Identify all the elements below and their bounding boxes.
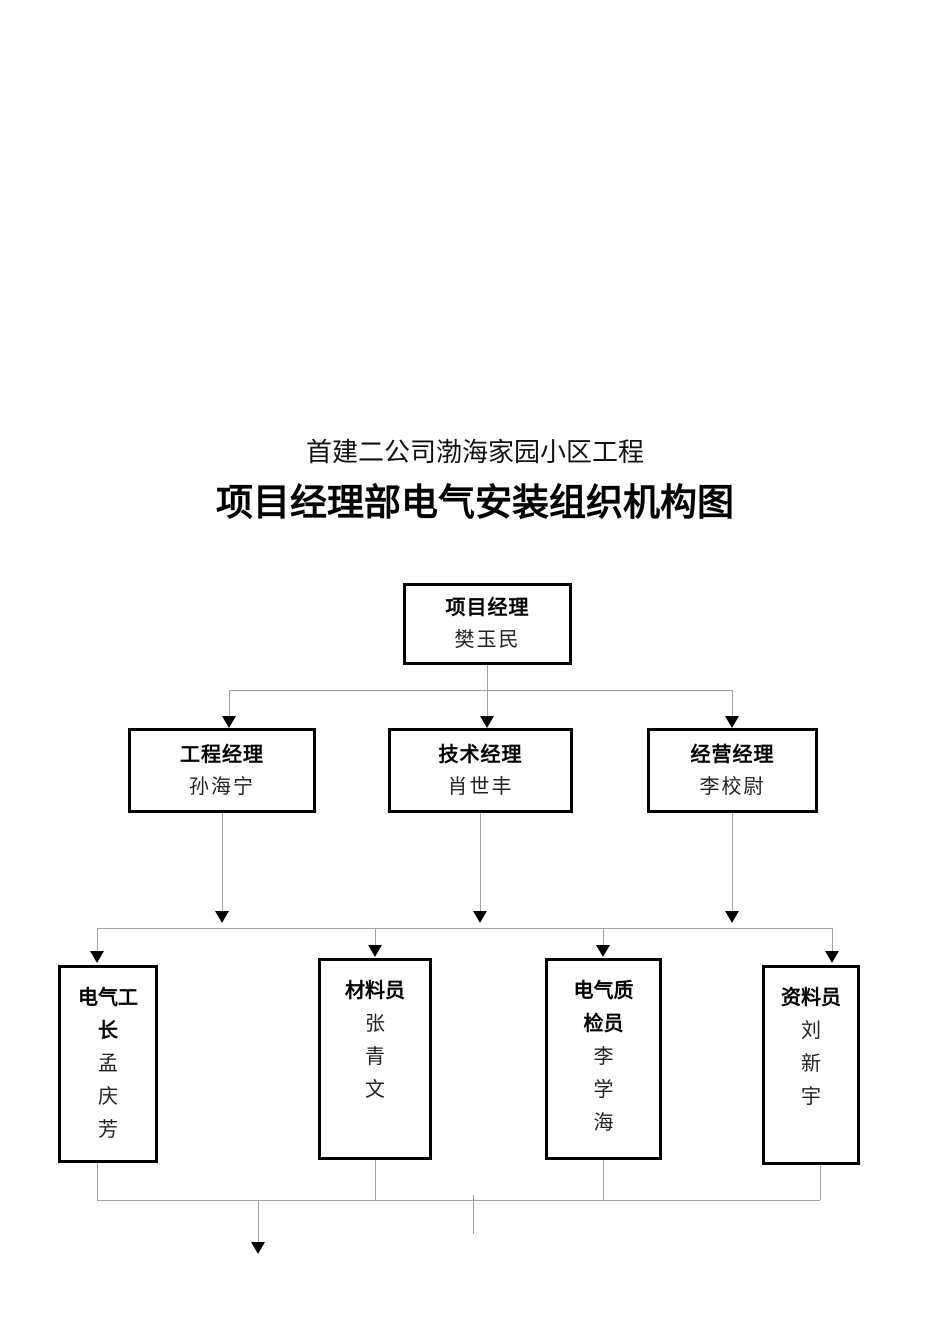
- node-name: 肖世丰: [447, 775, 514, 798]
- arrowhead-down-icon: [825, 951, 839, 963]
- node-role: 检员: [583, 1013, 624, 1035]
- connector-electrical-foreman-drop: [97, 1163, 98, 1200]
- connector-to-document-clerk: [832, 928, 833, 952]
- connector-to-quality-inspector: [603, 928, 604, 946]
- node-name: 宇: [801, 1086, 821, 1108]
- arrowhead-down-icon: [251, 1242, 265, 1254]
- node-name: 樊玉民: [454, 629, 521, 651]
- connector-technical-manager-drop: [480, 813, 481, 912]
- arrowhead-down-icon: [725, 716, 739, 728]
- connector-to-material-clerk: [375, 928, 376, 946]
- node-role: 经营经理: [690, 743, 775, 766]
- org-node-material-clerk: 材料员 张 青 文: [318, 958, 432, 1160]
- arrowhead-down-icon: [473, 911, 487, 923]
- node-name: 张: [365, 1013, 385, 1035]
- org-node-technical-manager: 技术经理 肖世丰: [388, 728, 573, 813]
- node-name: 海: [593, 1112, 614, 1134]
- node-role: 技术经理: [438, 743, 523, 766]
- node-role: 电气质: [573, 980, 634, 1002]
- connector-root-drop: [487, 665, 488, 690]
- doc-title: 首建二公司渤海家园小区工程: [305, 438, 644, 467]
- node-name: 青: [365, 1046, 385, 1068]
- node-role: 长: [98, 1020, 118, 1042]
- org-node-business-manager: 经营经理 李校尉: [647, 728, 818, 813]
- connector-to-electrical-foreman: [97, 928, 98, 952]
- page-title: 项目经理部电气安装组织机构图: [216, 483, 734, 524]
- connector-bottom-bus: [97, 1200, 820, 1201]
- arrowhead-down-icon: [90, 951, 104, 963]
- connector-managers-bus: [229, 690, 733, 691]
- connector-staff-bus: [97, 928, 832, 929]
- node-name: 学: [593, 1079, 614, 1101]
- node-role: 材料员: [345, 980, 405, 1002]
- connector-material-clerk-drop: [375, 1160, 376, 1200]
- node-name: 孟: [98, 1053, 118, 1075]
- org-node-electrical-quality-inspector: 电气质 检员 李 学 海: [545, 958, 662, 1160]
- node-name: 文: [365, 1079, 385, 1101]
- node-name: 李: [593, 1046, 614, 1068]
- node-role: 电气工: [78, 987, 138, 1009]
- node-name: 孙海宁: [189, 775, 255, 798]
- node-name: 新: [801, 1053, 821, 1075]
- connector-engineering-manager-drop: [222, 813, 223, 912]
- arrowhead-down-icon: [480, 716, 494, 728]
- node-name: 刘: [801, 1020, 821, 1042]
- org-node-document-clerk: 资料员 刘 新 宇: [762, 965, 860, 1165]
- connector-to-technical-manager: [487, 690, 488, 717]
- node-name: 芳: [98, 1119, 118, 1141]
- arrowhead-down-icon: [368, 945, 382, 957]
- arrowhead-down-icon: [725, 911, 739, 923]
- node-name: 李校尉: [699, 775, 766, 798]
- node-role: 项目经理: [445, 597, 530, 619]
- arrowhead-down-icon: [222, 716, 236, 728]
- org-node-engineering-manager: 工程经理 孙海宁: [128, 728, 316, 813]
- node-name: 庆: [98, 1086, 118, 1108]
- node-role: 资料员: [781, 987, 841, 1009]
- connector-to-engineering-manager: [229, 690, 230, 717]
- connector-bottom-stub: [473, 1195, 474, 1234]
- org-node-project-manager: 项目经理 樊玉民: [403, 583, 572, 665]
- connector-to-business-manager: [732, 690, 733, 717]
- arrowhead-down-icon: [215, 911, 229, 923]
- org-node-electrical-foreman: 电气工 长 孟 庆 芳: [58, 965, 158, 1163]
- connector-business-manager-drop: [732, 813, 733, 912]
- connector-bottom-arrow-drop: [258, 1200, 259, 1243]
- arrowhead-down-icon: [596, 945, 610, 957]
- connector-quality-inspector-drop: [603, 1160, 604, 1200]
- connector-document-clerk-drop: [820, 1165, 821, 1200]
- node-role: 工程经理: [180, 743, 264, 766]
